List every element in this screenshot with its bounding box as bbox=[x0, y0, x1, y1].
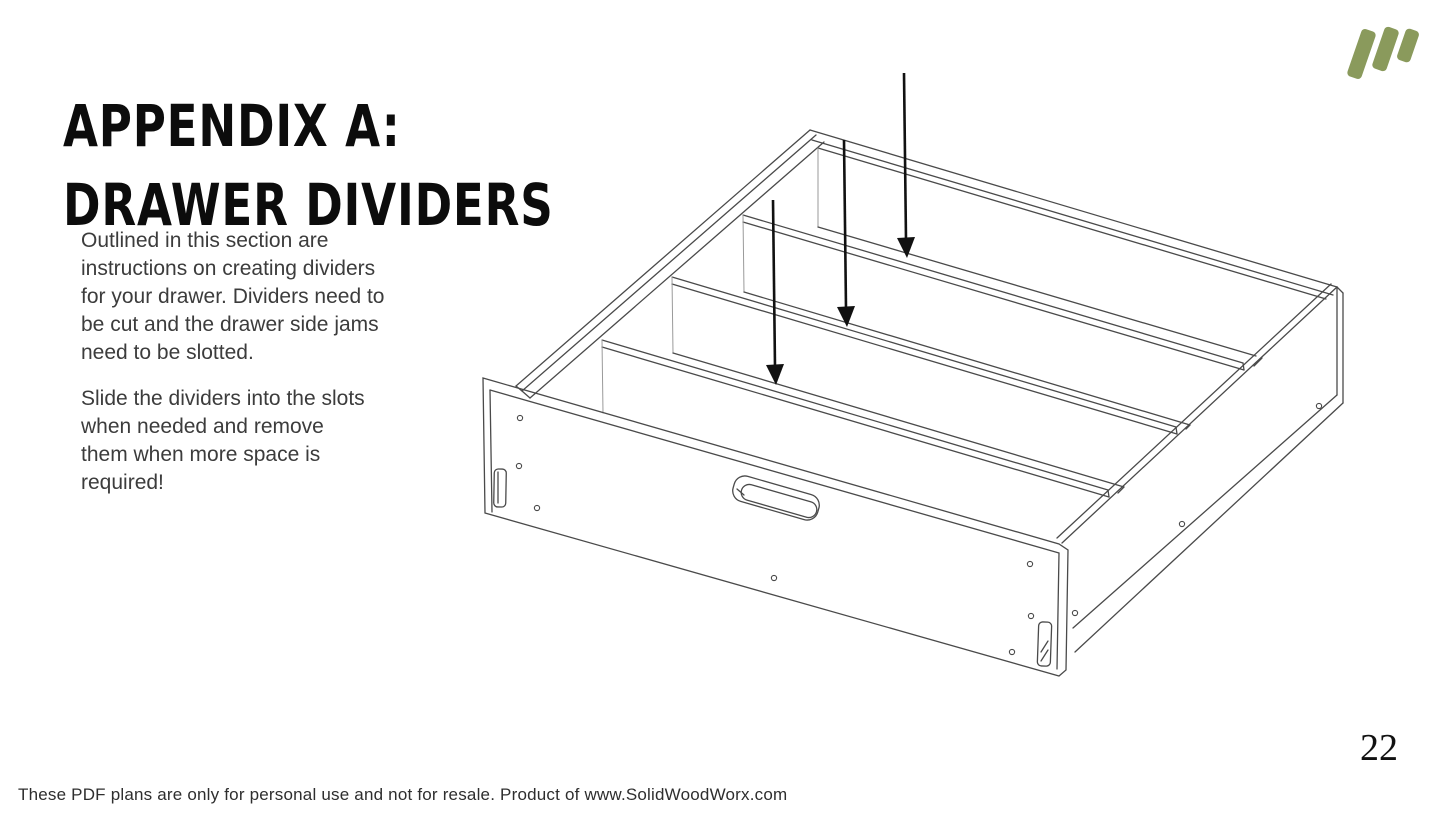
page-number: 22 bbox=[1360, 727, 1398, 769]
drawer-handle bbox=[732, 475, 820, 521]
intro-paragraph-2: Slide the dividers into the slots when n… bbox=[81, 387, 365, 494]
divider-3 bbox=[601, 339, 1110, 498]
arrow-annotations bbox=[766, 72, 915, 385]
divider-2 bbox=[671, 276, 1178, 488]
divider-1 bbox=[742, 214, 1245, 426]
footer-disclaimer: These PDF plans are only for personal us… bbox=[18, 785, 788, 804]
left-jamb bbox=[515, 129, 825, 399]
right-slot bbox=[1036, 621, 1053, 667]
page-title: APPENDIX A: DRAWER DIVIDERS bbox=[63, 87, 554, 245]
intro-text: Outlined in this section are instruction… bbox=[81, 227, 501, 515]
page-title-line2: DRAWER DIVIDERS bbox=[63, 170, 554, 239]
left-slot bbox=[493, 468, 507, 508]
arrow-annotation-3 bbox=[766, 199, 784, 385]
intro-paragraph-1: Outlined in this section are instruction… bbox=[81, 229, 385, 364]
page-title-line1: APPENDIX A: bbox=[63, 91, 401, 160]
screw-holes bbox=[515, 402, 1323, 656]
arrow-annotation-2 bbox=[837, 139, 855, 327]
solidwoodworx-logo-icon bbox=[1340, 15, 1430, 95]
front-panel bbox=[482, 377, 1069, 677]
back-panel bbox=[809, 129, 1338, 357]
arrow-annotation-1 bbox=[897, 72, 915, 258]
